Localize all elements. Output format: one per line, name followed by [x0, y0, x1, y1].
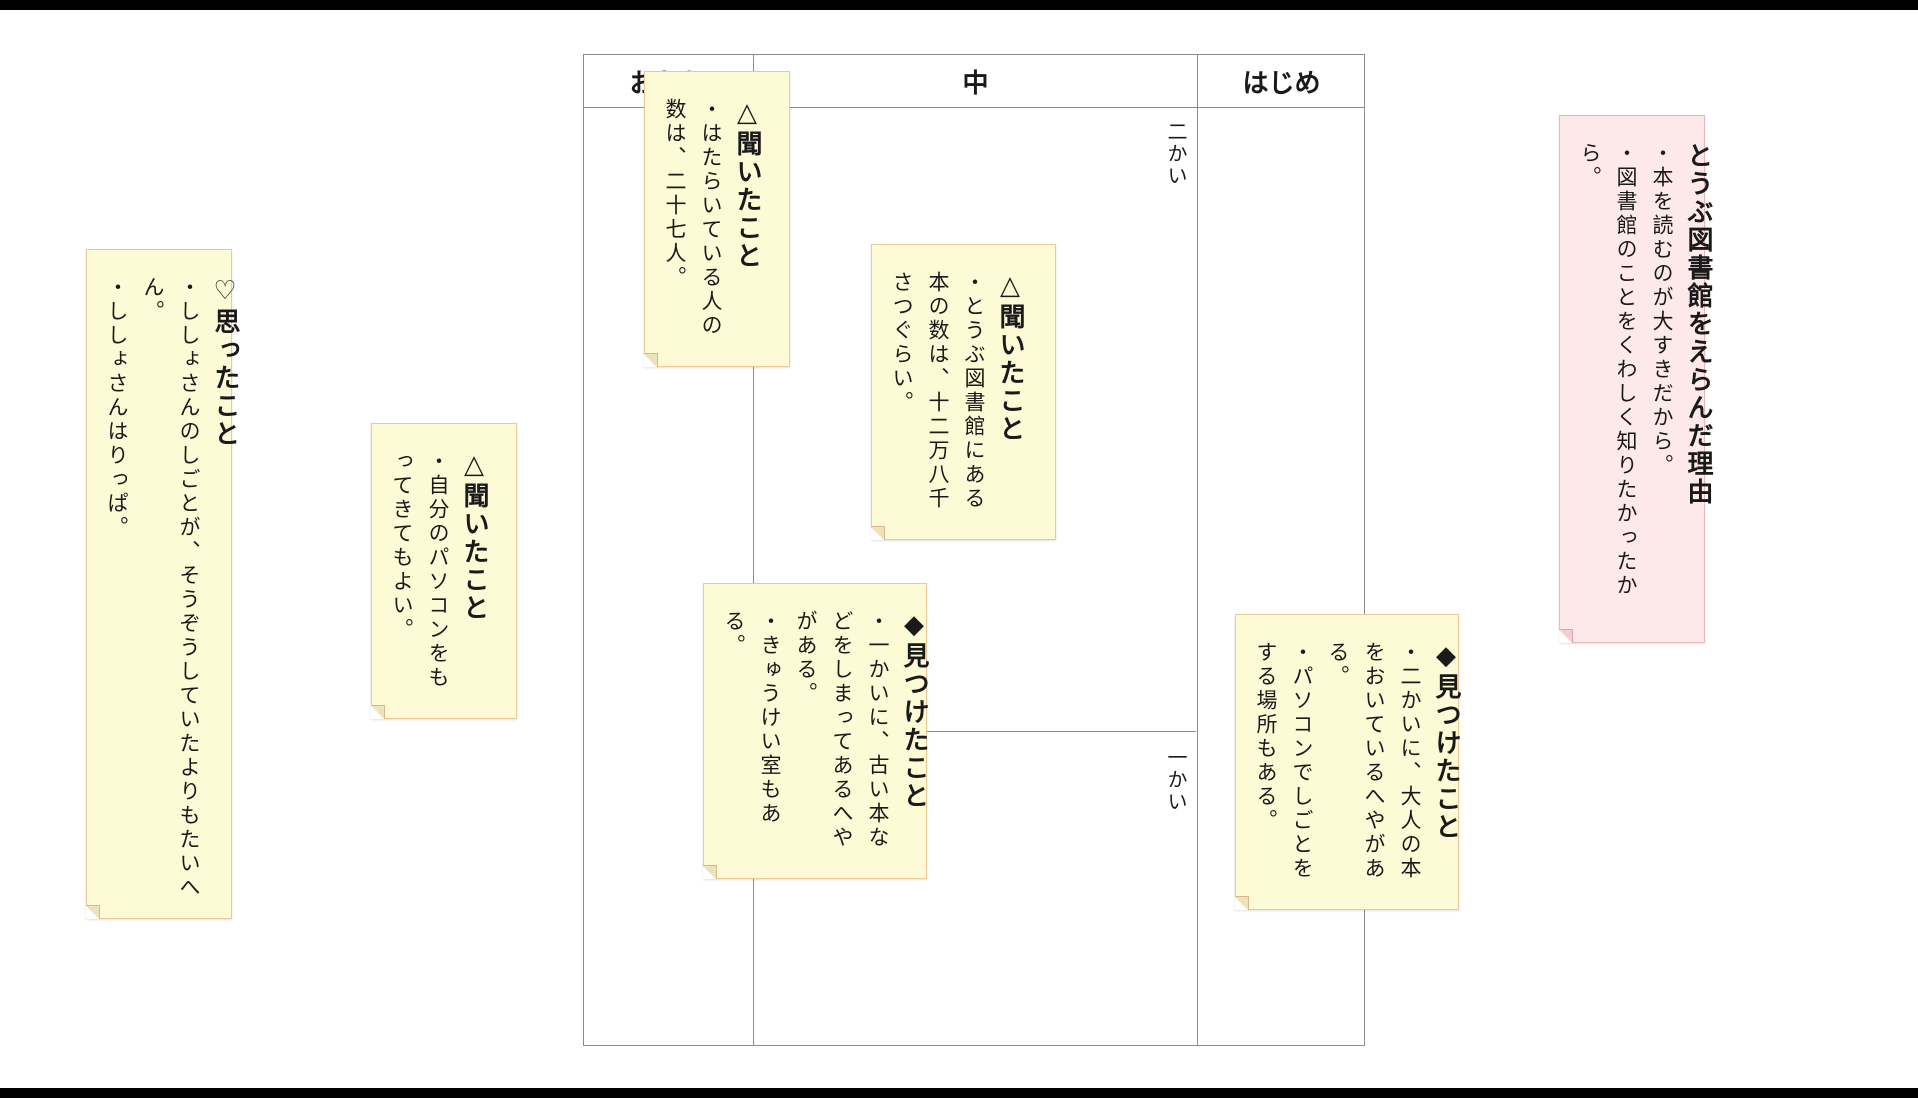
heard-books-note[interactable]: △聞いたこと ・とうぶ図書館にある本の数は、十二万八千さつぐらい。 [871, 244, 1056, 540]
floor-divider [753, 731, 1196, 732]
note-item: ・二かいに、大人の本をおいているへやがある。 [1326, 641, 1422, 881]
note-title: △聞いたこと [459, 450, 489, 622]
found-first-floor-note[interactable]: ◆見つけたこと ・一かいに、古い本などをしまってあるへやがある。 ・きゅうけい室… [703, 583, 929, 879]
floor-label-second: 二かい [1164, 121, 1188, 187]
note-item: ・ししょさんのしごとが、そうぞうしていたよりもたいへん。 [141, 276, 201, 900]
heard-pc-note[interactable]: △聞いたこと ・自分のパソコンをもってきてもよい。 [371, 423, 517, 719]
note-item: ・自分のパソコンをもってきてもよい。 [390, 450, 450, 690]
column-divider-end [753, 55, 754, 1045]
column-header-beginning: はじめ [1242, 68, 1321, 99]
note-item: ・はたらいている人の数は、二十七人。 [663, 98, 723, 338]
found-second-floor-note[interactable]: ◆見つけたこと ・二かいに、大人の本をおいているへやがある。 ・パソコンでしごと… [1235, 614, 1461, 910]
thought-note[interactable]: ♡思ったこと ・ししょさんのしごとが、そうぞうしていたよりもたいへん。 ・ししょ… [86, 249, 240, 919]
note-title: ◆見つけたこと [899, 610, 929, 810]
note-item: ・パソコンでしごとをする場所もある。 [1254, 641, 1314, 881]
note-item: ・図書館のことをくわしく知りたかったから。 [1578, 142, 1638, 598]
note-title: △聞いたこと [995, 271, 1025, 443]
note-title: ♡思ったこと [210, 276, 240, 448]
note-title: △聞いたこと [732, 98, 762, 270]
bottom-letterbox-bar [0, 1088, 1918, 1098]
note-item: ・きゅうけい室もある。 [722, 610, 782, 826]
column-header-middle: 中 [962, 68, 989, 99]
note-item: ・一かいに、古い本などをしまってあるへやがある。 [794, 610, 890, 850]
note-item: ・本を読むのが大すきだから。 [1650, 142, 1674, 478]
column-divider-beginning [1197, 55, 1198, 1045]
note-title: ◆見つけたこと [1431, 641, 1461, 841]
header-divider [584, 107, 1364, 108]
note-item: ・とうぶ図書館にある本の数は、十二万八千さつぐらい。 [890, 271, 986, 511]
note-item: ・ししょさんはりっぱ。 [105, 276, 129, 540]
top-letterbox-bar [0, 0, 1918, 10]
floor-label-first: 一かい [1164, 747, 1188, 813]
heard-staff-note[interactable]: △聞いたこと ・はたらいている人の数は、二十七人。 [644, 71, 790, 367]
reason-note[interactable]: とうぶ図書館をえらんだ理由 ・本を読むのが大すきだから。 ・図書館のことをくわし… [1559, 115, 1713, 643]
note-title: とうぶ図書館をえらんだ理由 [1683, 142, 1713, 506]
